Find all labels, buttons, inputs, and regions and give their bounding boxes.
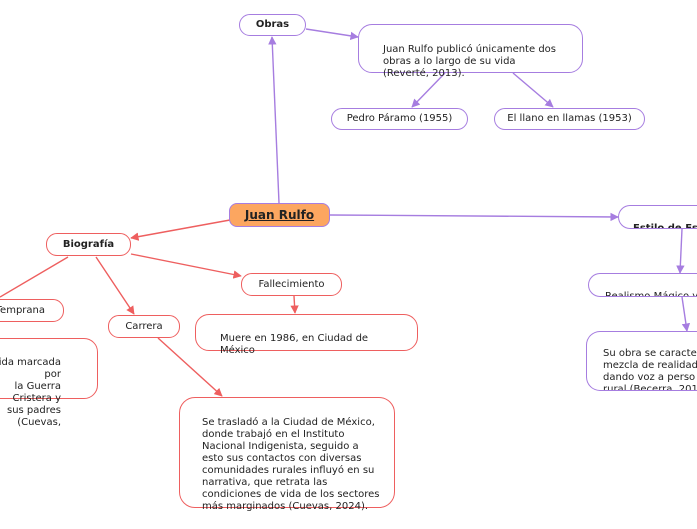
edge-summary-pedro: [411, 72, 446, 108]
realismo-node[interactable]: Realismo Mágico y: [588, 273, 697, 297]
estilo-text-node[interactable]: Su obra se caracte mezcla de realidad da…: [586, 331, 697, 391]
fallecimiento-node[interactable]: Fallecimiento: [241, 273, 342, 296]
realismo-label: Realismo Mágico y: [605, 291, 697, 297]
temprana-text-node[interactable]: Vida marcada por la Guerra Cristera y su…: [0, 338, 98, 428]
edge-carrera-texto: [157, 337, 223, 397]
edge-realismo-texto: [681, 296, 691, 332]
estilo-text: Su obra se caracte mezcla de realidad da…: [603, 348, 697, 391]
edge-fallecimiento-texto: [290, 295, 299, 314]
edge-obras-summary: [305, 28, 359, 41]
edge-center-obras: [268, 36, 280, 204]
edge-center-biografia: [130, 219, 231, 241]
obras-summary-text: Juan Rulfo publicó únicamente dos obras …: [383, 44, 556, 79]
central-node[interactable]: Juan Rulfo: [229, 203, 330, 227]
fallecimiento-text-node[interactable]: Muere en 1986, en Ciudad de México: [195, 314, 418, 356]
obras-summary-node[interactable]: Juan Rulfo publicó únicamente dos obras …: [358, 24, 583, 79]
edge-biografia-carrera: [95, 256, 135, 315]
fallecimiento-text: Muere en 1986, en Ciudad de México: [220, 333, 369, 356]
temprana-node[interactable]: Temprana: [0, 299, 64, 322]
edge-summary-llano: [512, 72, 554, 108]
estilo-node[interactable]: Estilo de Esc: [618, 205, 697, 229]
work-el-llano-en-llamas[interactable]: El llano en llamas (1953): [494, 108, 645, 130]
temprana-label: Temprana: [0, 304, 45, 316]
estilo-label: Estilo de Esc: [633, 223, 697, 229]
obras-node[interactable]: Obras: [239, 14, 306, 36]
edge-biografia-temprana: [0, 256, 69, 298]
edge-estilo-realismo: [676, 228, 685, 274]
edge-biografia-fallecimiento: [130, 253, 242, 279]
biografia-node[interactable]: Biografía: [46, 233, 131, 256]
temprana-text: Vida marcada por la Guerra Cristera y su…: [0, 357, 61, 428]
carrera-text: Se trasladó a la Ciudad de México, donde…: [202, 417, 380, 512]
edge-center-estilo: [329, 212, 619, 222]
carrera-text-node[interactable]: Se trasladó a la Ciudad de México, donde…: [179, 397, 395, 512]
work-pedro-paramo[interactable]: Pedro Páramo (1955): [331, 108, 468, 130]
carrera-node[interactable]: Carrera: [108, 315, 180, 338]
